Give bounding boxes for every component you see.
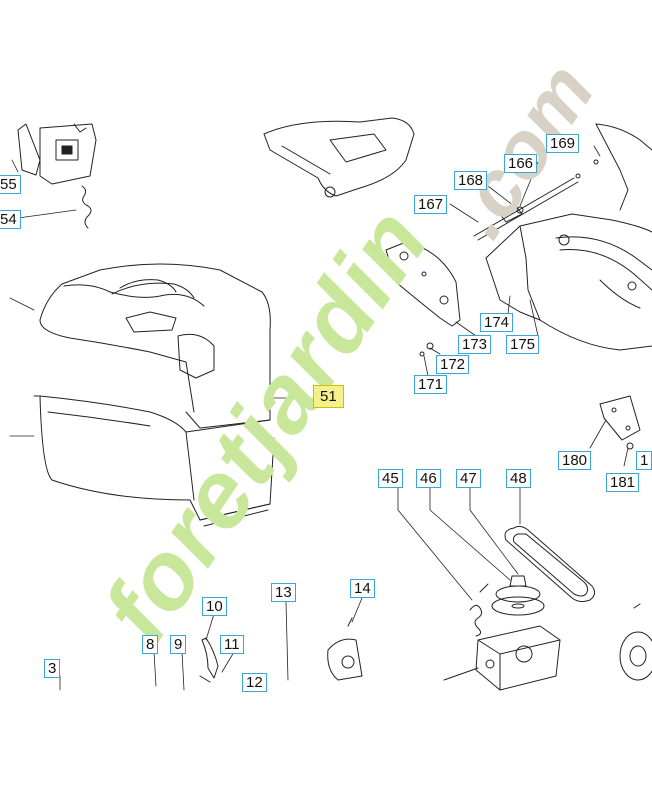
part-label-166[interactable]: 166 <box>504 154 538 173</box>
part-label-45[interactable]: 45 <box>378 469 403 488</box>
part-label-174[interactable]: 174 <box>480 313 514 332</box>
part-14-drawing <box>327 617 363 681</box>
handle-part-drawing <box>263 117 415 198</box>
spring-45-drawing <box>469 583 489 637</box>
gearbox-drawing <box>443 625 561 691</box>
part-label-180[interactable]: 180 <box>558 451 592 470</box>
part-label-175[interactable]: 175 <box>506 335 540 354</box>
grass-catcher-drawing <box>33 263 275 527</box>
part-label-173[interactable]: 173 <box>458 335 492 354</box>
part-label-14[interactable]: 14 <box>350 579 375 598</box>
leader-lines <box>9 145 629 691</box>
part-10-11-drawing <box>199 637 219 683</box>
part-label-46[interactable]: 46 <box>416 469 441 488</box>
wheel-drawing <box>619 603 652 681</box>
part-label-1-partial[interactable]: 1 <box>636 451 652 470</box>
part-label-167[interactable]: 167 <box>414 195 448 214</box>
pulley-drawing <box>491 575 545 616</box>
part-label-10[interactable]: 10 <box>202 597 227 616</box>
part-label-8[interactable]: 8 <box>142 635 159 654</box>
part-label-51-highlighted[interactable]: 51 <box>313 385 344 408</box>
part-label-9[interactable]: 9 <box>170 635 187 654</box>
part-label-48[interactable]: 48 <box>506 469 531 488</box>
part-label-181[interactable]: 181 <box>606 473 640 492</box>
belt-48-drawing <box>504 525 596 603</box>
part-55-drawing <box>17 123 97 185</box>
part-label-12[interactable]: 12 <box>242 673 267 692</box>
part-label-47[interactable]: 47 <box>456 469 481 488</box>
mower-deck-drawing <box>485 123 652 351</box>
part-label-11[interactable]: 11 <box>220 635 244 654</box>
part-label-3[interactable]: 3 <box>44 659 61 678</box>
part-label-168[interactable]: 168 <box>454 171 488 190</box>
part-label-171[interactable]: 171 <box>414 375 448 394</box>
height-rod-drawing <box>473 159 599 241</box>
part-label-172[interactable]: 172 <box>436 355 470 374</box>
part-label-55[interactable]: 55 <box>0 175 21 194</box>
part-54-drawing <box>81 185 92 229</box>
bracket-173-drawing <box>385 241 461 357</box>
part-180-drawing <box>599 395 641 450</box>
part-label-13[interactable]: 13 <box>271 583 296 602</box>
part-label-169[interactable]: 169 <box>546 134 580 153</box>
part-label-54[interactable]: 54 <box>0 210 21 229</box>
